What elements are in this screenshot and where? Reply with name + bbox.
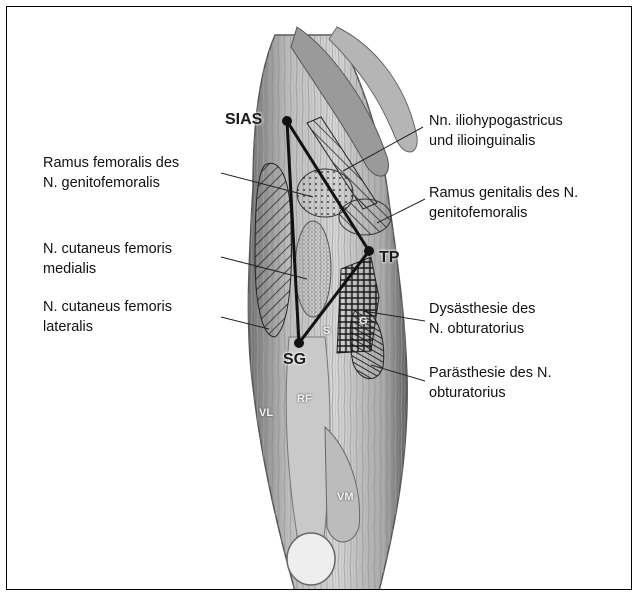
muscle-label-vl: VL [259,407,273,419]
figure-frame: SIAS TP SG RF VL VM S G Nn. iliohypogast… [6,6,632,590]
label-ramus-genitalis: Ramus genitalis des N. genitofemoralis [429,183,578,223]
label-paraesthesie: Parästhesie des N. obturatorius [429,363,552,403]
muscle-label-vm: VM [337,491,354,503]
muscle-label-g: G [359,315,368,327]
point-label-tp: TP [379,249,399,267]
label-cutaneus-medialis: N. cutaneus femoris medialis [43,239,172,279]
muscle-label-rf: RF [297,393,312,405]
label-dysaesthesie: Dysästhesie des N. obturatorius [429,299,535,339]
label-cutaneus-lateralis: N. cutaneus femoris lateralis [43,297,172,337]
muscle-label-s: S [323,325,330,337]
label-iliohypogastricus: Nn. iliohypogastricus und ilioinguinalis [429,111,563,151]
label-ramus-femoralis: Ramus femoralis des N. genitofemoralis [43,153,179,193]
point-label-sg: SG [283,351,306,369]
point-label-sias: SIAS [225,111,262,129]
